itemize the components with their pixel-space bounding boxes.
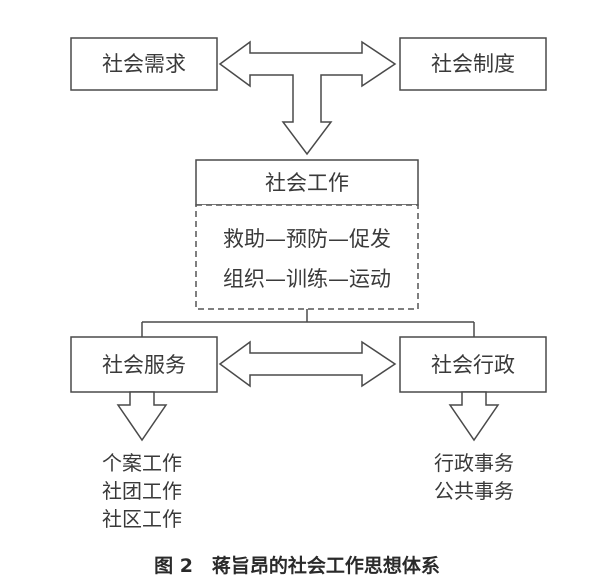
social-work-content-line2: 组织—训练—运动 [223,267,391,291]
social-work-content-box [195,204,419,310]
figure-caption: 图 2 蒋旨昂的社会工作思想体系 [154,554,440,577]
social-admin-label: 社会行政 [431,353,515,377]
service-item-groupwork: 社团工作 [102,479,182,503]
top-t-arrow [218,40,397,156]
admin-item-public: 公共事务 [434,479,514,503]
service-item-communitywork: 社区工作 [102,507,182,531]
social-needs-label: 社会需求 [102,52,186,76]
social-admin-box [399,336,547,393]
social-system-box [399,37,547,91]
service-item-casework: 个案工作 [102,451,182,475]
social-service-box [70,336,218,393]
social-work-content-line1: 救助—预防—促发 [223,227,391,251]
admin-item-administrative: 行政事务 [434,451,514,475]
social-system-label: 社会制度 [431,52,515,76]
social-work-box [195,159,419,206]
social-work-label: 社会工作 [265,171,349,195]
bottom-double-arrow [218,340,397,388]
admin-down-arrow [448,391,500,442]
service-down-arrow [116,391,168,442]
social-service-label: 社会服务 [102,353,186,377]
social-needs-box [70,37,218,91]
